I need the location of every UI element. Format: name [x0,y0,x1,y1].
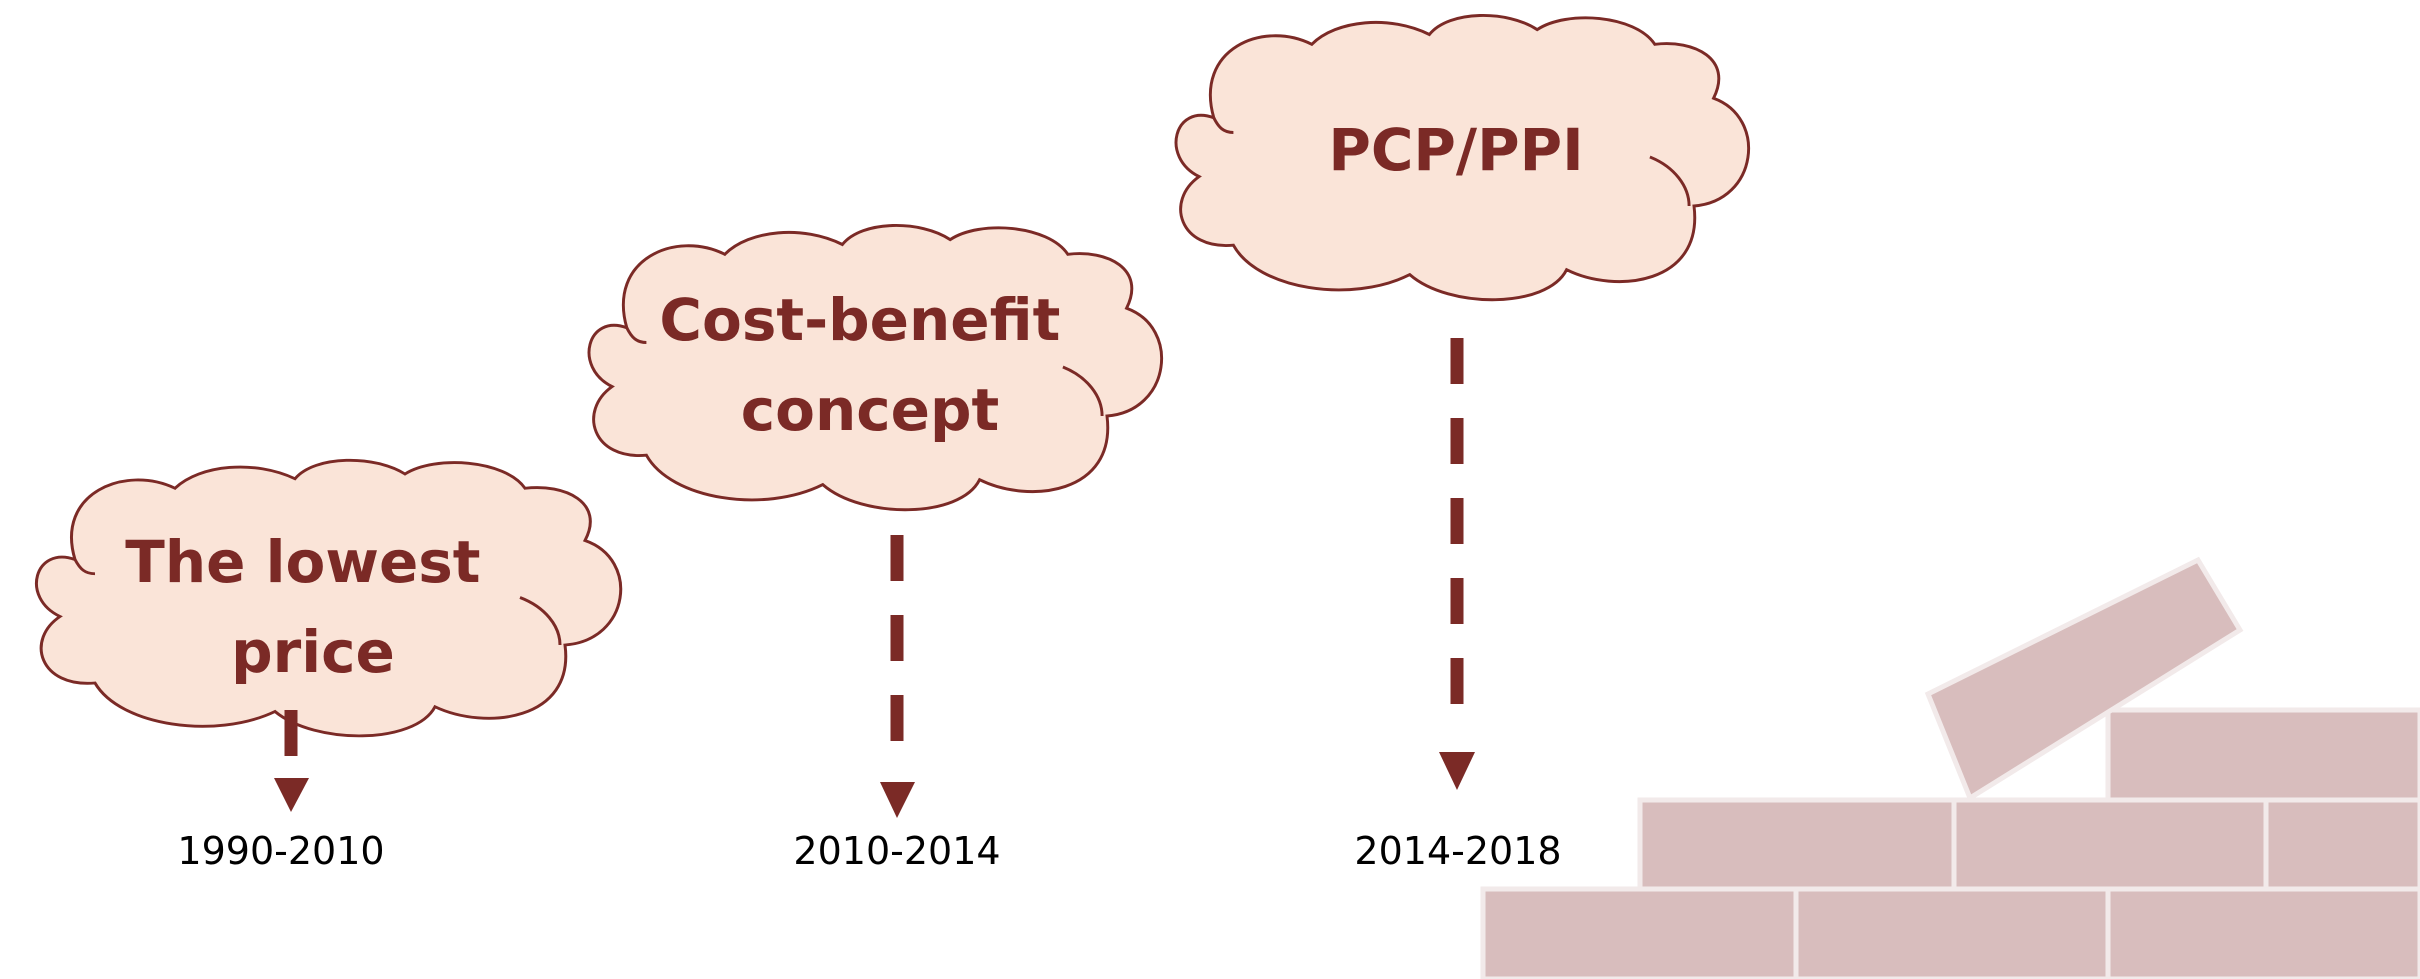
stage-2: Cost-benefit concept 2010-2014 [587,223,1164,873]
brick [2105,886,2420,979]
stage-3: PCP/PPI 2014-2018 [1174,13,1751,873]
stage-label-line-1: The lowest [125,528,480,596]
brick [1951,797,2269,892]
period-label: 1990-2010 [177,829,384,873]
stage-label-line-2: price [231,618,395,686]
cloud-shape [1174,13,1751,302]
stage-label-line-1: Cost-benefit [659,286,1060,354]
dashed-down-arrow [880,535,915,818]
stage-label: PCP/PPI [1328,116,1583,184]
brick [2105,707,2420,803]
cloud-shape [34,458,623,738]
brick [1480,886,1799,979]
stage-label-line-1: PCP/PPI [1328,116,1583,184]
brick [1793,886,2111,979]
stage-label: Cost-benefit concept [659,286,1080,444]
brick-wall [1480,556,2420,979]
stage-label-line-2: concept [741,376,999,444]
period-label: 2014-2018 [1354,829,1561,873]
stage-label: The lowest price [125,528,500,686]
dashed-down-arrow [1439,338,1475,790]
period-label: 2010-2014 [793,829,1000,873]
brick [1637,797,1957,892]
dashed-down-arrow [274,710,309,812]
cloud-shape [587,223,1164,512]
tilted-brick [1924,556,2244,802]
stage-1: The lowest price 1990-2010 [34,458,623,873]
brick [2263,797,2420,892]
